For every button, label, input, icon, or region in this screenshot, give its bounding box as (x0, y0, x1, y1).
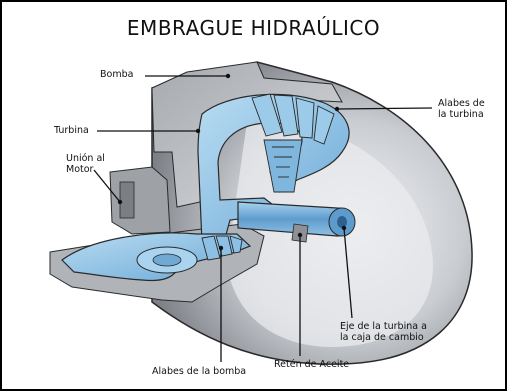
label-union-line2: Motor (66, 164, 93, 175)
label-turbina: Turbina (54, 125, 89, 136)
label-union-line1: Unión al (66, 153, 105, 164)
label-eje-line1: Eje de la turbina a (340, 321, 427, 332)
label-bomba: Bomba (100, 69, 133, 80)
label-eje-line2: la caja de cambio (340, 332, 424, 343)
label-alabes-turbina-line1: Alabes de (438, 98, 485, 109)
label-alabes-turbina-line2: la turbina (438, 109, 484, 120)
pump-fluid-ring-inner (153, 254, 181, 266)
engine-coupling-bolt (120, 182, 134, 218)
label-reten: Retén de Aceite (274, 359, 349, 370)
label-alabes-bomba: Alabes de la bomba (152, 366, 246, 377)
turbine-shaft-end-hole (337, 216, 347, 228)
